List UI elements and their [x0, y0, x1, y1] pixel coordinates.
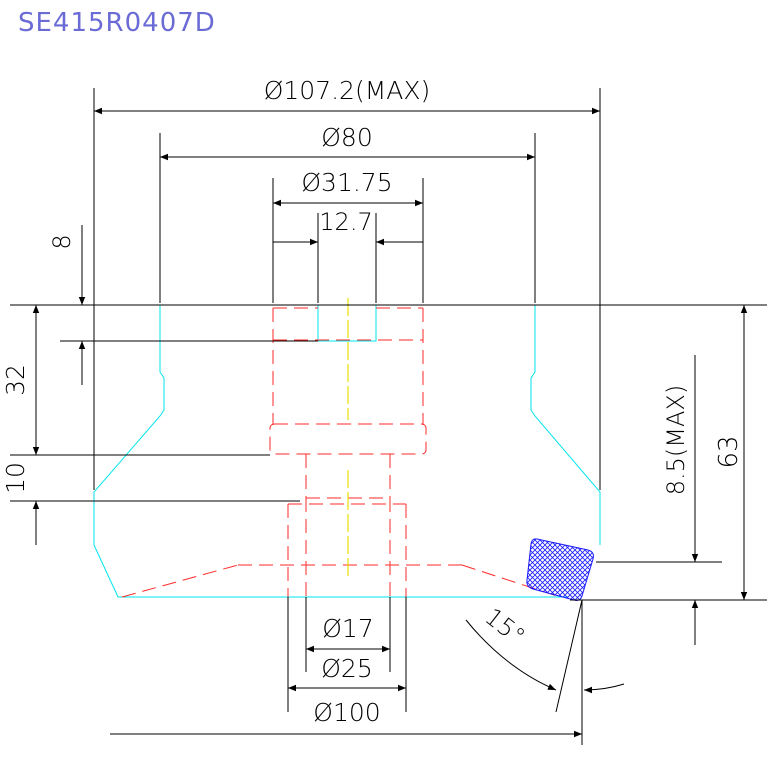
dim-height-32: 32	[1, 364, 30, 396]
dim-keyway-12-7: 12.7	[319, 208, 372, 236]
dimension-labels: Ø107.2(MAX) Ø80 Ø31.75 12.7 8 32 10 8.5(…	[1, 76, 744, 727]
dim-diameter-80: Ø80	[321, 123, 373, 152]
dim-height-10: 10	[1, 462, 30, 494]
dim-diameter-31-75: Ø31.75	[301, 168, 392, 197]
dim-diameter-100: Ø100	[313, 698, 380, 727]
hidden-lines	[121, 307, 561, 598]
drawing-title: SE415R0407D	[18, 8, 216, 38]
dim-height-63: 63	[714, 435, 744, 468]
dimension-lines	[10, 88, 767, 745]
dim-diameter-17: Ø17	[322, 614, 374, 643]
dim-diameter-25: Ø25	[321, 654, 373, 683]
cutting-insert	[526, 538, 594, 601]
cutter-body-outline	[93, 304, 601, 598]
dim-height-8: 8	[48, 234, 76, 249]
dim-height-8-5-max: 8.5(MAX)	[662, 385, 690, 495]
dim-diameter-107-2-max: Ø107.2(MAX)	[264, 76, 431, 105]
